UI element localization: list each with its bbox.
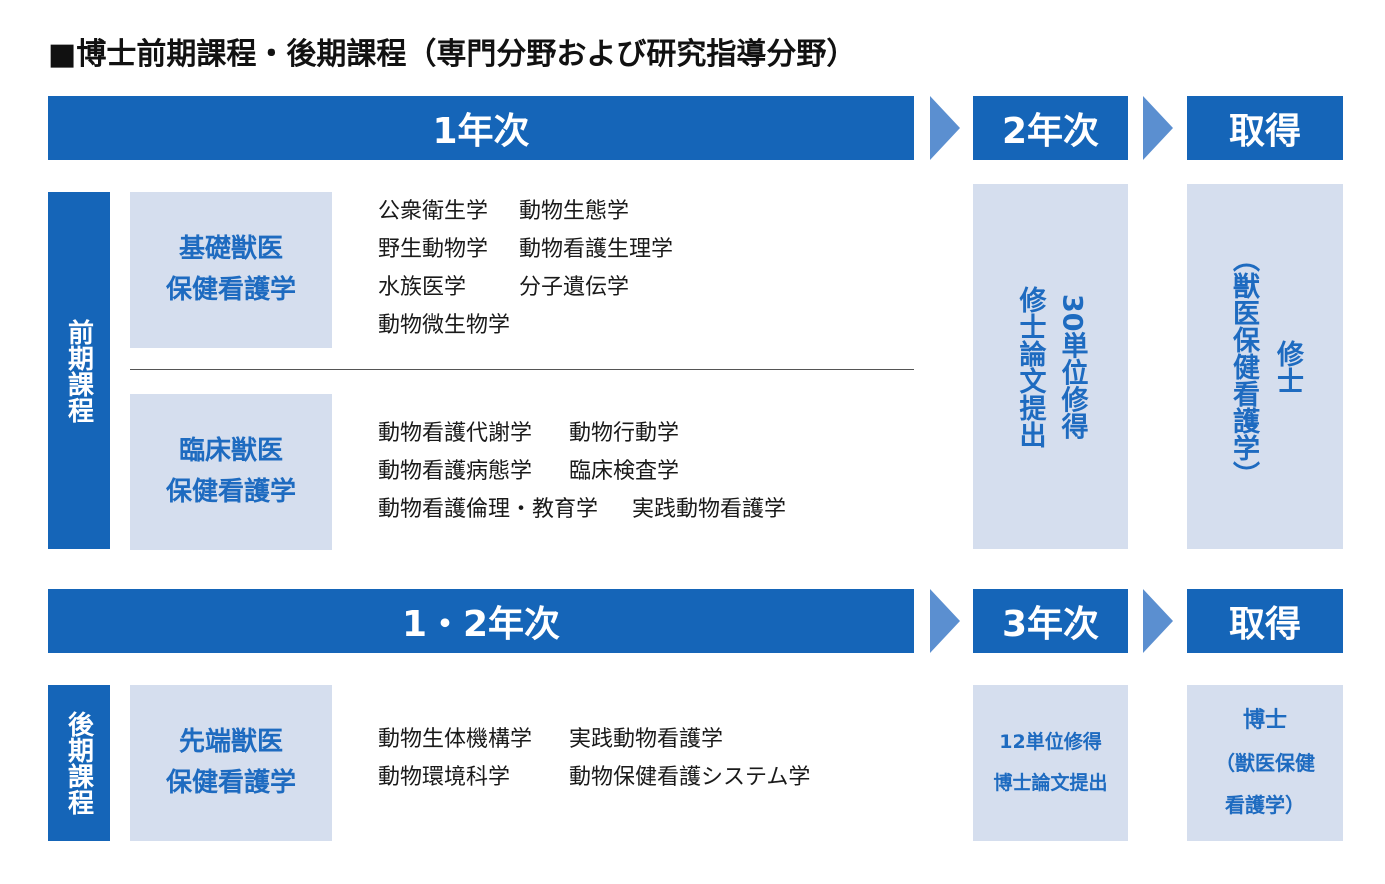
- field-advanced-vet: 先端獣医 保健看護学: [130, 685, 332, 841]
- thesis-requirement: 博士論文提出: [993, 772, 1108, 794]
- field-name-line2: 保健看護学: [165, 768, 296, 798]
- credit-requirement: 30単位修得: [1056, 293, 1088, 440]
- subject-item: 動物行動学: [569, 421, 680, 446]
- field-basic-vet: 基礎獣医 保健看護学: [130, 192, 332, 348]
- subject-list-basic: 公衆衛生学 動物生態学 野生動物学 動物看護生理学 水族医学 分子遺伝学 動物微生物学: [378, 193, 898, 345]
- subject-item: 動物看護病態学: [378, 459, 533, 484]
- obtain-label: 取得: [1228, 604, 1301, 645]
- field-name-line1: 臨床獣医: [178, 436, 283, 466]
- obtain-label: 取得: [1228, 111, 1301, 152]
- subject-item: 公衆衛生学: [378, 199, 489, 224]
- subject-row: 動物看護代謝学 動物行動学: [378, 415, 898, 453]
- subject-row: 動物生体機構学 実践動物看護学: [378, 721, 898, 759]
- subject-item: 動物看護生理学: [519, 237, 674, 262]
- degree-field-line1: （獣医保健: [1215, 751, 1315, 775]
- degree-name: 修士: [1272, 339, 1303, 394]
- subject-row: 動物看護倫理・教育学 実践動物看護学: [378, 491, 898, 529]
- subject-row: 水族医学 分子遺伝学: [378, 269, 898, 307]
- subject-item: 動物保健看護システム学: [569, 765, 811, 790]
- arrow-right-icon: [1143, 96, 1173, 160]
- subject-item: 動物環境科学: [378, 765, 511, 790]
- subject-row: 動物看護病態学 臨床検査学: [378, 453, 898, 491]
- thesis-requirement: 修士論文提出: [1014, 285, 1046, 448]
- subject-list-advanced: 動物生体機構学 実践動物看護学 動物環境科学 動物保健看護システム学: [378, 721, 898, 797]
- doctoral-degree-box: 博士 （獣医保健 看護学）: [1187, 685, 1343, 841]
- arrow-right-icon: [930, 96, 960, 160]
- master-requirement-box: 30単位修得 修士論文提出: [973, 184, 1128, 549]
- field-name-line2: 保健看護学: [165, 275, 296, 305]
- arrow-right-icon: [930, 589, 960, 653]
- subject-item: 水族医学: [378, 275, 467, 300]
- degree-field-line2: 看護学）: [1225, 793, 1305, 817]
- year-1-label: 1年次: [432, 111, 530, 152]
- section-divider: [130, 369, 914, 370]
- field-name-line1: 基礎獣医: [178, 234, 283, 264]
- subject-item: 動物生体機構学: [378, 727, 533, 752]
- year-3-label: 3年次: [1001, 604, 1100, 645]
- degree-field: （獣医保健看護学）: [1228, 245, 1259, 488]
- credit-requirement: 12単位修得: [999, 731, 1102, 753]
- master-degree-box: 修士 （獣医保健看護学）: [1187, 184, 1343, 549]
- degree-name: 博士: [1242, 708, 1287, 733]
- subject-item: 動物看護代謝学: [378, 421, 533, 446]
- field-name-line1: 先端獣医: [178, 727, 283, 757]
- field-clinical-vet: 臨床獣医 保健看護学: [130, 394, 332, 550]
- subject-item: 動物生態学: [519, 199, 630, 224]
- obtain-bar-doctor: 取得: [1187, 589, 1343, 653]
- year-2-label: 2年次: [1001, 111, 1100, 152]
- subject-row: 公衆衛生学 動物生態学: [378, 193, 898, 231]
- obtain-bar-master: 取得: [1187, 96, 1343, 160]
- year-1-2-bar: 1・2年次: [48, 589, 914, 653]
- doctoral-requirement-box: 12単位修得 博士論文提出: [973, 685, 1128, 841]
- subject-item: 動物看護倫理・教育学: [378, 497, 599, 522]
- subject-item: 実践動物看護学: [569, 727, 724, 752]
- subject-list-clinical: 動物看護代謝学 動物行動学 動物看護病態学 臨床検査学 動物看護倫理・教育学 実践動物…: [378, 415, 898, 529]
- doctoral-course-label-text: 後期課程: [63, 711, 94, 815]
- subject-row: 動物環境科学 動物保健看護システム学: [378, 759, 898, 797]
- subject-item: 分子遺伝学: [519, 275, 630, 300]
- subject-item: 野生動物学: [378, 237, 489, 262]
- subject-item: 動物微生物学: [378, 313, 511, 338]
- field-name-line2: 保健看護学: [165, 477, 296, 507]
- subject-item: 臨床検査学: [569, 459, 680, 484]
- master-course-label: 前期課程: [48, 192, 110, 549]
- subject-item: 実践動物看護学: [632, 497, 787, 522]
- year-1-2-label: 1・2年次: [401, 604, 561, 645]
- page-title: ■博士前期課程・後期課程（専門分野および研究指導分野）: [48, 37, 857, 72]
- year-2-bar: 2年次: [973, 96, 1128, 160]
- doctoral-course-label: 後期課程: [48, 685, 110, 841]
- master-course-label-text: 前期課程: [63, 318, 94, 423]
- year-3-bar: 3年次: [973, 589, 1128, 653]
- year-1-bar: 1年次: [48, 96, 914, 160]
- subject-row: 動物微生物学: [378, 307, 898, 345]
- subject-row: 野生動物学 動物看護生理学: [378, 231, 898, 269]
- arrow-right-icon: [1143, 589, 1173, 653]
